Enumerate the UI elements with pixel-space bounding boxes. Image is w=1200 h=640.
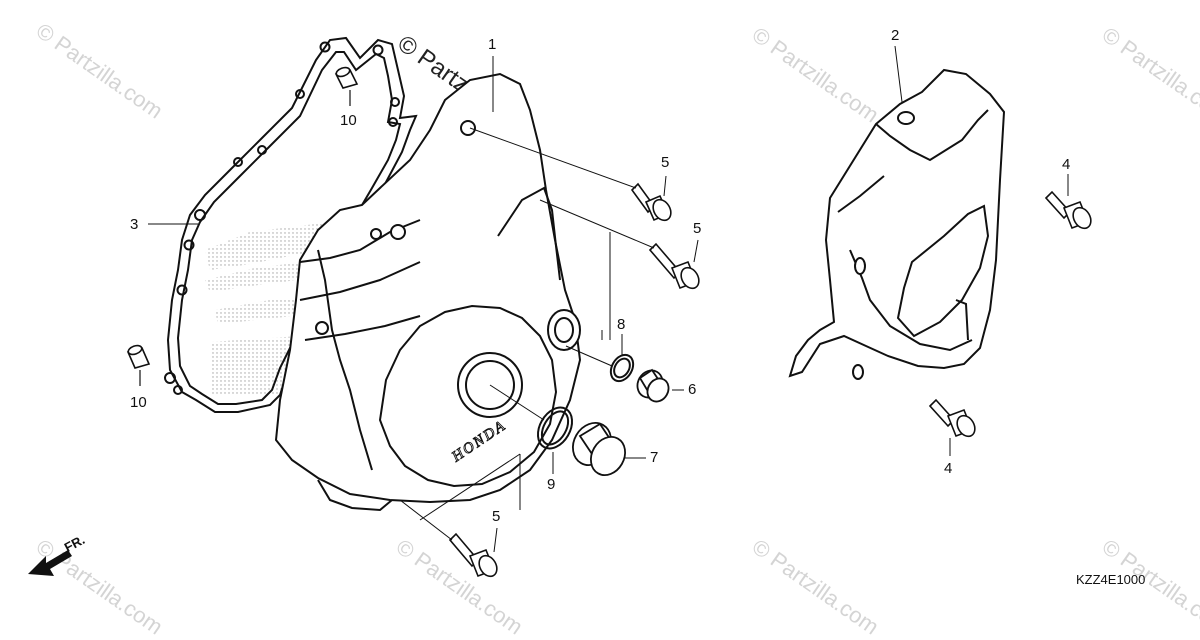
diagram-code: KZZ4E1000 [1076,572,1146,587]
diagram-drawing: HONDA [28,36,1092,578]
flange-bolt [648,242,700,290]
o-ring-small [609,353,635,383]
front-direction-arrow [28,550,72,576]
generator-cover [274,72,582,512]
dowel-pin-lower [126,344,151,386]
callout-5-top: 5 [661,154,670,171]
callout-5-bottom: 5 [492,508,501,525]
callout-3: 3 [130,216,139,233]
side-cover [788,68,1006,380]
callout-8: 8 [617,316,626,333]
flange-bolt [1044,190,1092,230]
plug-small [636,368,670,403]
callout-4-lower: 4 [944,460,953,477]
callout-9: 9 [547,476,556,493]
flange-bolt [928,398,976,438]
flange-bolt [630,182,672,222]
flange-bolt [448,532,498,578]
callout-10-upper: 10 [340,112,357,129]
callout-4-upper: 4 [1062,156,1071,173]
callout-2: 2 [891,27,900,44]
dowel-pin-upper [334,66,359,106]
callout-5-middle: 5 [693,220,702,237]
callout-6: 6 [688,381,697,398]
callout-10-lower: 10 [130,394,147,411]
parts-diagram: © Partzilla.com © Partzilla.com © Partzi… [28,18,1200,640]
callout-1: 1 [488,36,497,53]
leader-lines [148,45,1069,553]
callout-7: 7 [650,449,659,466]
plug-large [572,422,626,476]
o-ring-large [536,406,574,450]
